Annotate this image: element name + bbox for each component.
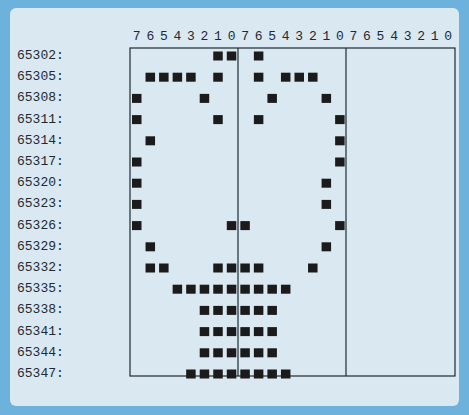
sprite-pixel [254,115,264,124]
sprite-pixel [308,73,318,82]
sprite-pixel [186,285,196,294]
sprite-pixel [227,306,237,315]
sprite-pixel [281,73,291,82]
sprite-pixel [146,264,156,273]
sprite-pixel [227,370,237,379]
sprite-pixel [146,73,156,82]
sprite-pixel [240,221,250,230]
sprite-pixel [213,73,223,82]
memory-address: 65308: [17,90,64,106]
memory-address: 65347: [17,366,64,382]
sprite-pixel [254,52,264,61]
memory-address: 65305: [17,69,64,85]
sprite-pixel [240,327,250,336]
memory-address: 65302: [17,48,64,64]
sprite-pixel [267,370,277,379]
sprite-grid-box [130,48,455,376]
sprite-pixel [335,158,345,167]
sprite-pixel [213,348,223,357]
memory-address: 65332: [17,260,64,276]
memory-address: 65311: [17,112,64,128]
sprite-pixel [322,242,332,251]
memory-address: 65341: [17,324,64,340]
sprite-pixel [227,348,237,357]
sprite-pixel [213,327,223,336]
sprite-pixel [132,158,142,167]
sprite-pixel [200,94,210,103]
sprite-pixel [132,94,142,103]
sprite-pixel [159,264,169,273]
sprite-pixel [254,327,264,336]
sprite-pixel [240,264,250,273]
sprite-pixel [240,306,250,315]
memory-address: 65335: [17,281,64,297]
sprite-pixel [200,348,210,357]
memory-address: 65329: [17,239,64,255]
memory-address: 65320: [17,175,64,191]
sprite-pixel [335,221,345,230]
byte-divider [345,48,346,376]
sprite-pixel [227,285,237,294]
sprite-pixel [132,221,142,230]
sprite-pixels [132,52,345,379]
sprite-pixel [200,285,210,294]
sprite-pixel [200,306,210,315]
sprite-pixel [267,285,277,294]
sprite-pixel [213,264,223,273]
sprite-pixel [254,264,264,273]
sprite-pixel [200,327,210,336]
sprite-pixel [146,136,156,145]
sprite-pixel [295,73,305,82]
sprite-pixel [267,348,277,357]
sprite-pixel [132,115,142,124]
memory-address: 65338: [17,302,64,318]
sprite-pixel [213,306,223,315]
sprite-pixel [213,115,223,124]
sprite-pixel [267,94,277,103]
sprite-pixel [132,179,142,188]
sprite-pixel [335,115,345,124]
sprite-pixel [240,285,250,294]
sprite-pixel [308,264,318,273]
sprite-pixel [186,370,196,379]
sprite-pixel [227,327,237,336]
sprite-pixel [159,73,169,82]
sprite-pixel [200,370,210,379]
memory-address: 65314: [17,133,64,149]
sprite-pixel [213,370,223,379]
sprite-pixel [322,94,332,103]
sprite-pixel [173,73,183,82]
sprite-pixel [254,348,264,357]
memory-address: 65317: [17,154,64,170]
sprite-pixel [335,136,345,145]
sprite-pixel [322,179,332,188]
sprite-pixel [254,370,264,379]
memory-address: 65323: [17,196,64,212]
sprite-pixel [227,52,237,61]
sprite-pixel [213,285,223,294]
sprite-pixel [267,306,277,315]
sprite-pixel [186,73,196,82]
screen-area [10,8,459,406]
sprite-pixel [281,370,291,379]
bit-column-header: 765432107654321076543210 [133,29,458,45]
sprite-pixel [254,73,264,82]
sprite-pixel [240,370,250,379]
sprite-pixel [281,285,291,294]
sprite-pixel [227,264,237,273]
sprite-pixel [240,348,250,357]
sprite-pixel [173,285,183,294]
sprite-pixel [146,242,156,251]
sprite-pixel [254,306,264,315]
sprite-pixel [254,285,264,294]
sprite-pixel [322,200,332,209]
memory-address: 65344: [17,345,64,361]
sprite-pixel [132,200,142,209]
byte-divider [237,48,238,376]
sprite-pixel [227,221,237,230]
memory-address: 65326: [17,218,64,234]
sprite-pixel [267,327,277,336]
sprite-pixel [213,52,223,61]
